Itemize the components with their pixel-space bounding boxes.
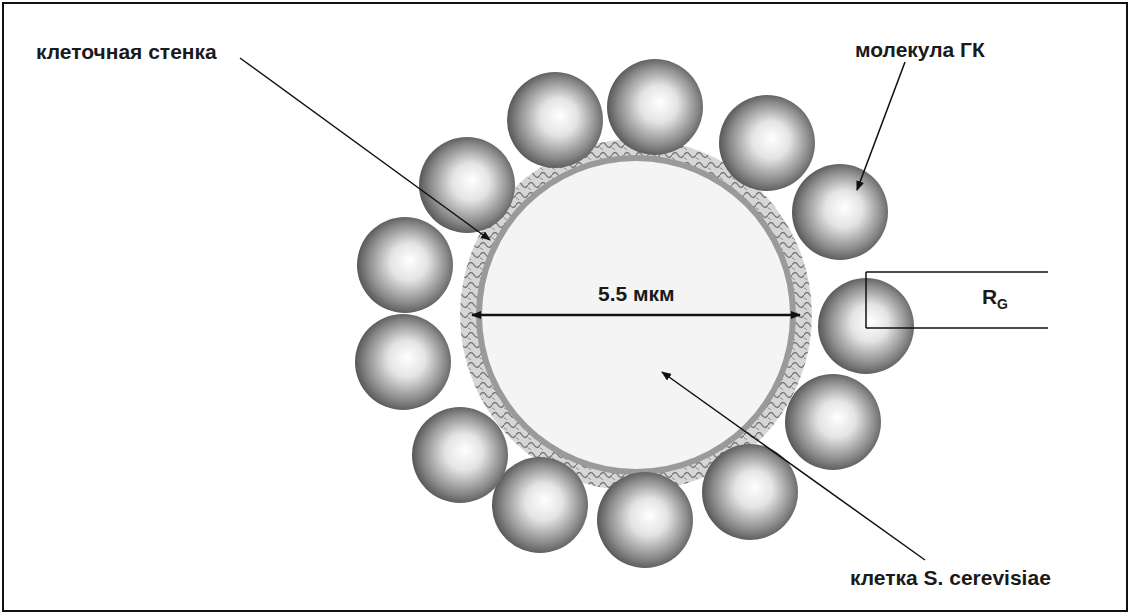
leader-line bbox=[240, 58, 490, 240]
radius-bracket bbox=[866, 272, 1048, 328]
dimension-arrow bbox=[472, 314, 800, 317]
leader-line bbox=[857, 62, 905, 190]
radius-subscript: G bbox=[997, 297, 1008, 312]
leader-line bbox=[662, 372, 925, 560]
part-label: клетка S. cerevisiae bbox=[850, 566, 1051, 589]
part-label: клеточная стенка bbox=[36, 40, 217, 63]
part-label: молекула ГК bbox=[855, 38, 985, 61]
dimension-label: 5.5 мкм bbox=[598, 282, 675, 305]
radius-symbol: R bbox=[982, 285, 997, 308]
